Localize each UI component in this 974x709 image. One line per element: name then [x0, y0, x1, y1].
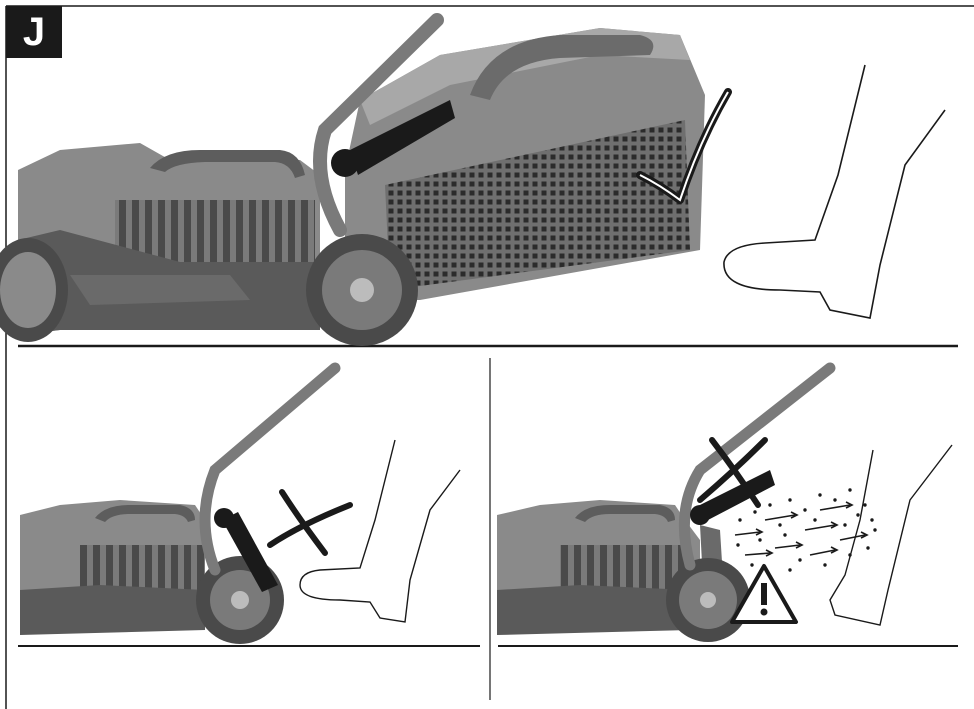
panel-bottom-right: [497, 362, 958, 647]
figure-label-text: J: [22, 10, 46, 54]
foot-outline-bottom-left: [299, 439, 461, 623]
safety-flap-bottom-right: [690, 470, 775, 525]
mower-body-top: [0, 143, 320, 342]
cross-mark-icon-2: [697, 437, 768, 508]
handle-bar-bottom-right: [678, 362, 836, 571]
panel-bottom-left: [18, 362, 480, 647]
panel-top: [0, 13, 946, 346]
foot-outline-top: [723, 64, 946, 319]
leg-outline-bottom-right: [829, 444, 953, 626]
grass-catcher-top: [345, 28, 705, 300]
handle-bar-bottom-left: [199, 362, 341, 576]
frame: [5, 5, 974, 709]
debris-spray: [734, 488, 877, 572]
warning-triangle-icon: [730, 564, 798, 624]
front-wheel-top: [306, 234, 418, 346]
safety-flap-bottom-left: [214, 508, 278, 592]
front-wheel-bottom-right: [666, 558, 750, 642]
mower-body-bottom-left: [20, 500, 205, 635]
handle-bar-top: [313, 13, 444, 237]
cross-mark-icon: [267, 489, 353, 556]
safety-flap-top: [331, 100, 455, 177]
figure-label: J: [6, 6, 62, 58]
